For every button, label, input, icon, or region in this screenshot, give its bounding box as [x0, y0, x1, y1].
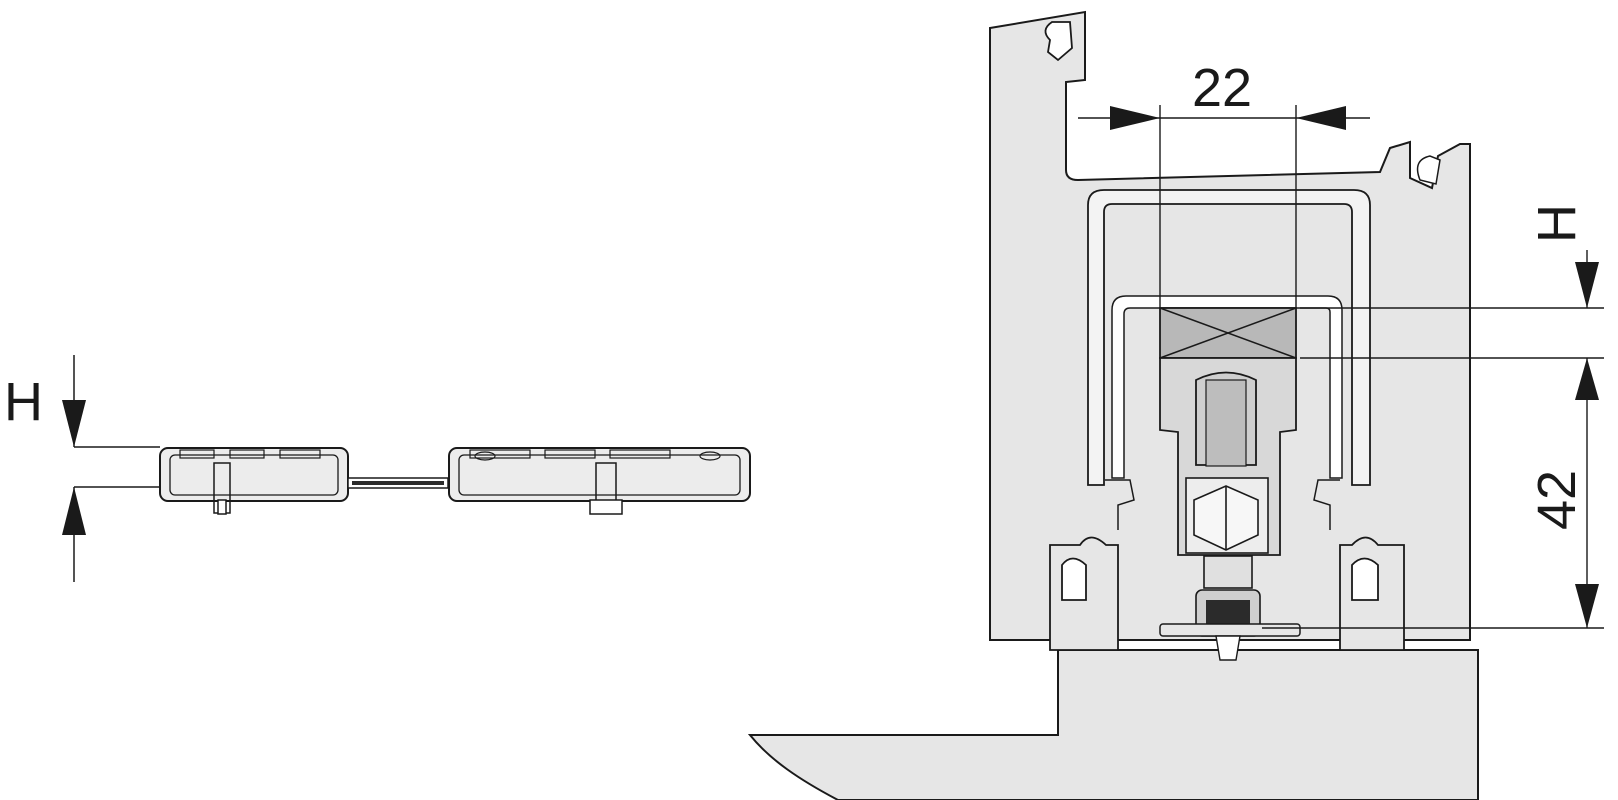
right-height-dimension — [1262, 250, 1604, 629]
width-dimension — [1078, 105, 1370, 308]
left-height-dimension — [62, 355, 160, 582]
width-value: 22 — [1192, 58, 1252, 118]
arrow-up-icon — [1575, 358, 1599, 400]
arrow-down-icon — [62, 400, 86, 447]
track-flanges — [1049, 536, 1405, 651]
guide-channel-inner — [1111, 295, 1343, 479]
left-height-label: H — [4, 372, 43, 432]
spacer-pad-right — [448, 447, 751, 502]
arrow-down-icon — [1575, 262, 1599, 308]
hex-bolt — [1185, 477, 1269, 589]
adjustment-block — [1159, 307, 1297, 359]
arrow-down-icon — [1575, 584, 1599, 628]
height-spacer-plate — [159, 447, 751, 515]
floor-panel — [747, 649, 1479, 800]
spacer-pad-left — [159, 447, 349, 502]
arrow-up-icon — [62, 487, 86, 535]
height-value: 42 — [1527, 470, 1587, 530]
arrow-right-icon — [1110, 106, 1160, 130]
arrow-left-icon — [1296, 106, 1346, 130]
guide-channel-outer — [1087, 189, 1371, 486]
bottom-roller — [1159, 589, 1301, 661]
right-height-label: H — [1527, 204, 1587, 243]
